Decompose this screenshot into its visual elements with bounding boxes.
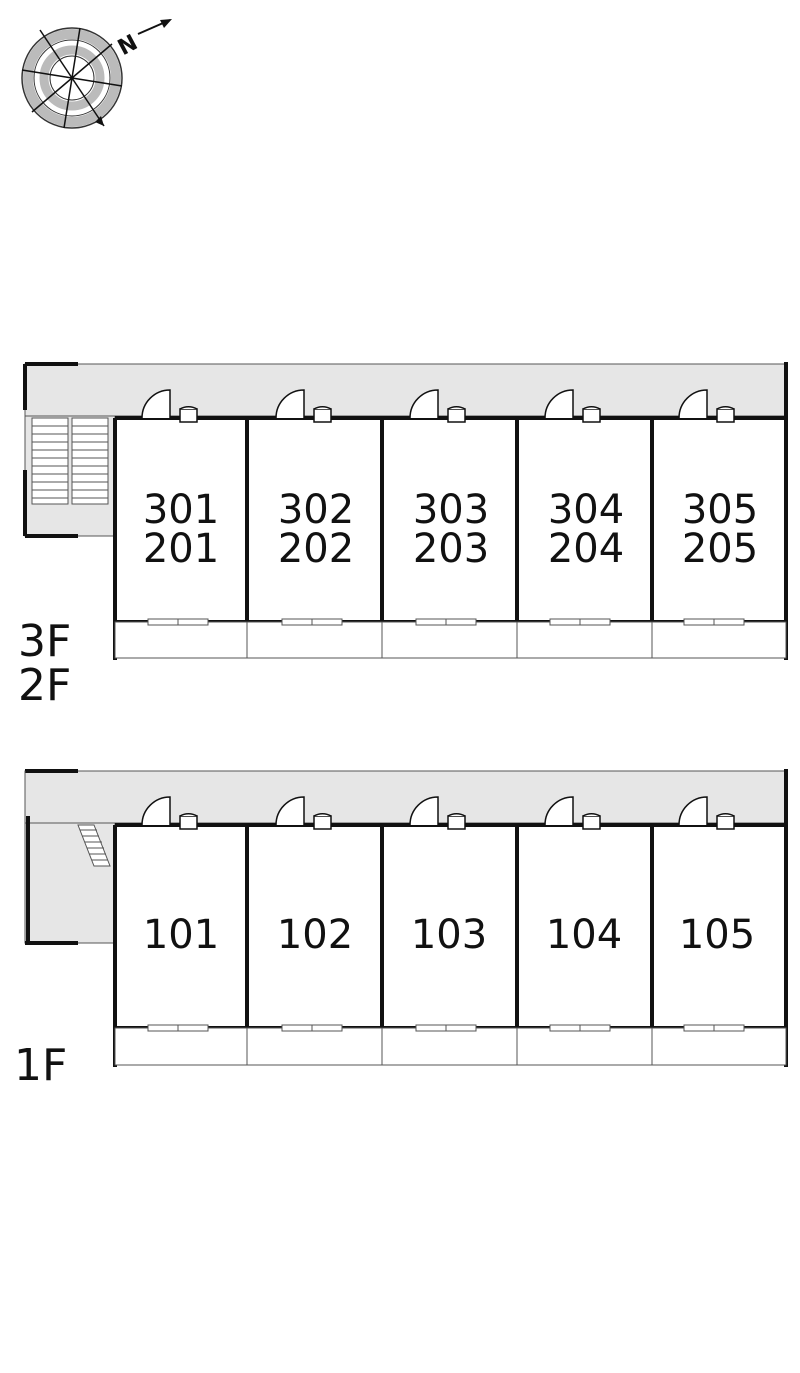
- lower-building: 101 102 103 104 105 1F: [14, 769, 788, 1091]
- unit-label: 204: [548, 526, 624, 572]
- unit-label: 203: [413, 526, 489, 572]
- unit-label: 205: [682, 526, 758, 572]
- staircase-icon: [77, 824, 111, 867]
- unit-label: 302: [278, 487, 354, 533]
- unit-label: 202: [278, 526, 354, 572]
- floor-label: 3F: [18, 616, 71, 667]
- unit-label: 103: [411, 912, 487, 958]
- unit-label: 105: [679, 912, 755, 958]
- unit-label: 303: [413, 487, 489, 533]
- compass-icon: N: [21, 19, 172, 129]
- unit-label: 104: [546, 912, 622, 958]
- floor-label: 2F: [18, 660, 71, 711]
- upper-building: 301 201 302 202 303 203 304 204 305 205 …: [18, 362, 788, 711]
- staircase-icon: [31, 417, 109, 505]
- floor-label: 1F: [14, 1040, 67, 1091]
- unit-label: 301: [143, 487, 219, 533]
- unit-label: 102: [277, 912, 353, 958]
- door-icon: [141, 796, 735, 830]
- unit-label: 201: [143, 526, 219, 572]
- door-icon: [141, 389, 735, 423]
- compass-north-label: N: [114, 30, 142, 61]
- unit-label: 305: [682, 487, 758, 533]
- unit-label: 101: [143, 912, 219, 958]
- unit-label: 304: [548, 487, 624, 533]
